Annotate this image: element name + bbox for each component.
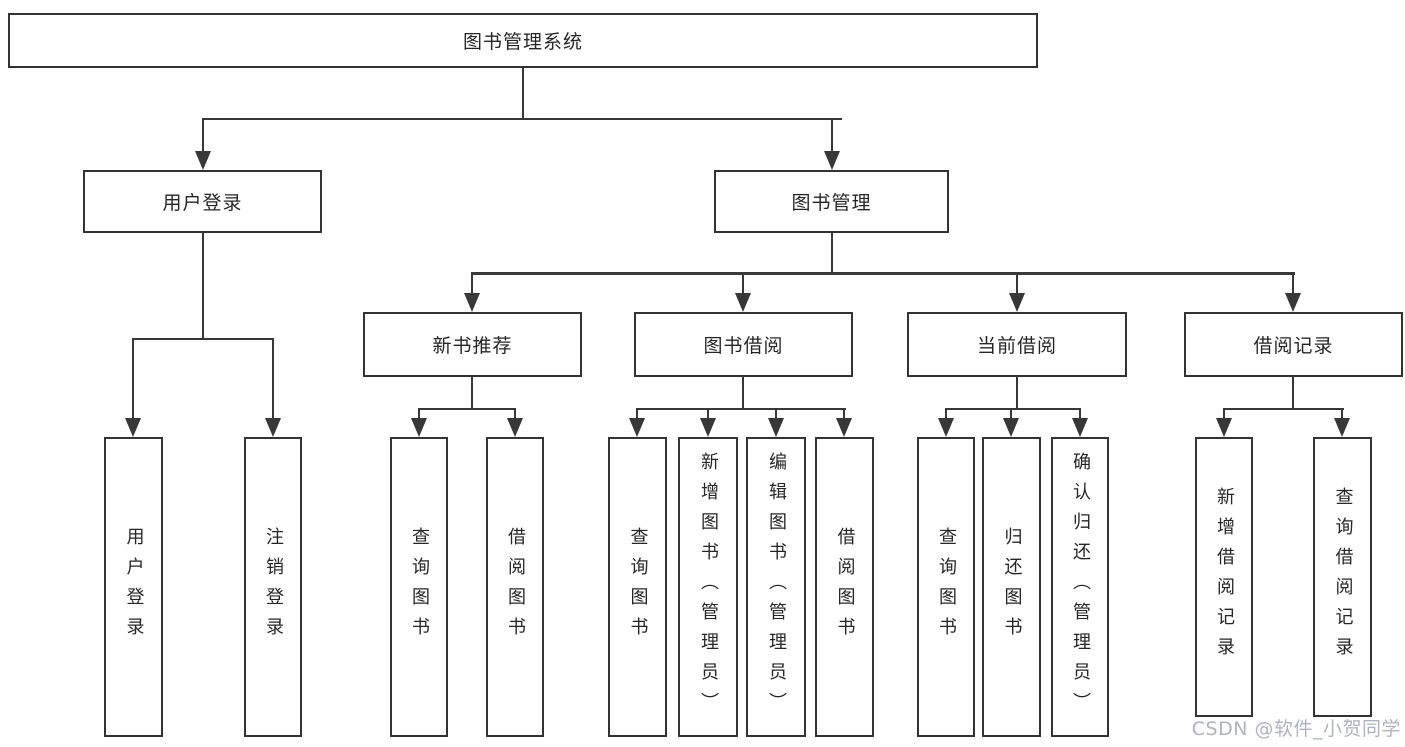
- leaf-return-books: 归还图书: [982, 437, 1041, 737]
- connector-line: [945, 408, 1081, 410]
- connector-line: [707, 408, 709, 419]
- node-new-book-recommend: 新书推荐: [363, 312, 582, 377]
- connector-line: [1016, 272, 1018, 295]
- leaf-add-book-admin: 新增图书（管理员）: [678, 437, 738, 737]
- arrow-down-icon: [1216, 418, 1232, 437]
- connector-line: [1010, 408, 1012, 419]
- connector-line: [1223, 408, 1344, 410]
- node-book-management-label: 图书管理: [791, 192, 872, 214]
- leaf-logout-label: 注销登录: [263, 527, 284, 647]
- connector-line: [1016, 377, 1018, 408]
- leaf-user-login-label: 用户登录: [123, 527, 145, 647]
- connector-line: [1292, 272, 1294, 295]
- arrow-down-icon: [265, 418, 281, 437]
- connector-line: [471, 377, 473, 408]
- leaf-return-books-label: 归还图书: [1001, 527, 1023, 647]
- leaf-borrow-books-recommend: 借阅图书: [486, 437, 544, 737]
- node-current-borrowing: 当前借阅: [907, 312, 1127, 377]
- connector-line: [1341, 408, 1343, 419]
- leaf-query-books-borrowing-label: 查询图书: [627, 527, 649, 647]
- connector-line: [202, 118, 842, 120]
- node-user-login: 用户登录: [83, 170, 322, 233]
- arrow-down-icon: [125, 418, 141, 437]
- connector-line: [831, 118, 833, 153]
- arrow-down-icon: [700, 418, 716, 437]
- leaf-borrow-books-borrowing: 借阅图书: [815, 437, 874, 737]
- leaf-borrow-books-borrowing-label: 借阅图书: [834, 527, 856, 647]
- node-root: 图书管理系统: [8, 13, 1038, 68]
- connector-line: [418, 408, 420, 419]
- arrow-down-icon: [1003, 418, 1019, 437]
- connector-line: [522, 68, 524, 118]
- connector-line: [132, 338, 274, 340]
- arrow-down-icon: [938, 418, 954, 437]
- leaf-query-books-recommend-label: 查询图书: [409, 527, 430, 647]
- connector-line: [202, 118, 204, 153]
- leaf-query-books-current: 查询图书: [917, 437, 975, 737]
- leaf-query-books-current-label: 查询图书: [936, 527, 957, 647]
- connector-line: [1292, 377, 1294, 408]
- arrow-down-icon: [1334, 418, 1350, 437]
- arrow-down-icon: [411, 418, 427, 437]
- connector-line: [843, 408, 845, 419]
- leaf-query-borrow-record-label: 查询借阅记录: [1332, 487, 1354, 667]
- node-current-borrowing-label: 当前借阅: [976, 335, 1057, 357]
- arrow-down-icon: [836, 418, 852, 437]
- arrow-down-icon: [1009, 293, 1025, 312]
- connector-line: [742, 377, 744, 408]
- node-borrowing-records: 借阅记录: [1184, 312, 1403, 377]
- leaf-edit-book-admin-label: 编辑图书（管理员）: [766, 452, 787, 722]
- leaf-add-borrow-record-label: 新增借阅记录: [1214, 487, 1235, 667]
- arrow-down-icon: [735, 293, 751, 312]
- node-book-borrowing: 图书借阅: [634, 312, 853, 377]
- connector-line: [1223, 408, 1225, 419]
- connector-line: [418, 408, 516, 410]
- connector-line: [742, 272, 744, 295]
- watermark: CSDN @软件_小贺同学: [1191, 718, 1401, 740]
- connector-line: [471, 272, 473, 295]
- leaf-edit-book-admin: 编辑图书（管理员）: [746, 437, 806, 737]
- node-user-login-label: 用户登录: [162, 192, 243, 214]
- connector-line: [831, 233, 833, 272]
- leaf-confirm-return-admin-label: 确认归还（管理员）: [1070, 452, 1091, 722]
- arrow-down-icon: [507, 418, 523, 437]
- arrow-down-icon: [464, 293, 480, 312]
- connector-line: [132, 338, 134, 419]
- arrow-down-icon: [195, 151, 211, 170]
- node-new-book-recommend-label: 新书推荐: [432, 335, 513, 357]
- leaf-query-books-borrowing: 查询图书: [608, 437, 667, 737]
- node-book-borrowing-label: 图书借阅: [703, 335, 784, 357]
- connector-line: [514, 408, 516, 419]
- connector-line: [636, 408, 846, 410]
- node-book-management: 图书管理: [714, 170, 949, 233]
- connector-line: [636, 408, 638, 419]
- leaf-user-login: 用户登录: [104, 437, 163, 737]
- connector-line: [945, 408, 947, 419]
- arrow-down-icon: [1285, 293, 1301, 312]
- arrow-down-icon: [768, 418, 784, 437]
- leaf-query-books-recommend: 查询图书: [390, 437, 448, 737]
- arrow-down-icon: [1072, 418, 1088, 437]
- connector-line: [471, 272, 1295, 275]
- leaf-borrow-books-recommend-label: 借阅图书: [505, 527, 526, 647]
- connector-line: [202, 233, 204, 338]
- leaf-confirm-return-admin: 确认归还（管理员）: [1051, 437, 1109, 737]
- leaf-query-borrow-record: 查询借阅记录: [1313, 437, 1372, 717]
- node-root-label: 图书管理系统: [462, 31, 583, 53]
- connector-line: [1079, 408, 1081, 419]
- leaf-add-book-admin-label: 新增图书（管理员）: [698, 452, 719, 722]
- leaf-add-borrow-record: 新增借阅记录: [1195, 437, 1253, 717]
- leaf-logout: 注销登录: [244, 437, 302, 737]
- arrow-down-icon: [824, 151, 840, 170]
- connector-line: [775, 408, 777, 419]
- node-borrowing-records-label: 借阅记录: [1253, 335, 1334, 357]
- arrow-down-icon: [629, 418, 645, 437]
- connector-line: [272, 338, 274, 419]
